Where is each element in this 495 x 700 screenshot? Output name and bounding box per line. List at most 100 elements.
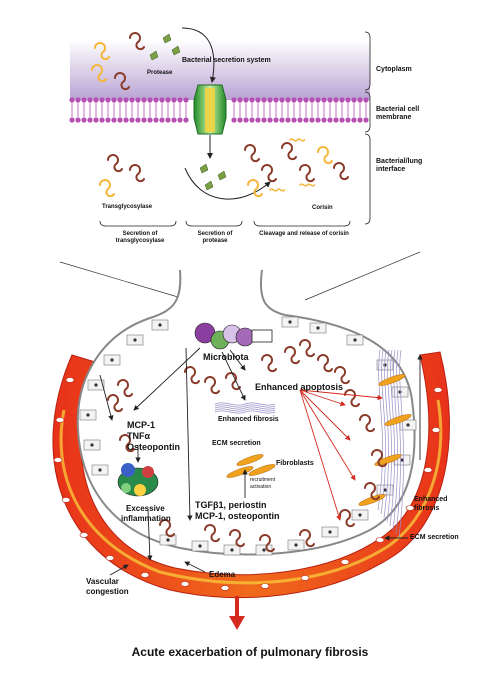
cell-nucleus bbox=[358, 513, 362, 517]
bacterium bbox=[289, 138, 306, 142]
cell-nucleus bbox=[398, 390, 402, 394]
bacterium bbox=[107, 154, 123, 173]
protease-molecule bbox=[171, 45, 181, 56]
transglycosylase-label: Transglycosylase bbox=[102, 204, 153, 210]
lipid-head bbox=[321, 97, 327, 103]
lipid-head bbox=[171, 117, 177, 123]
bacterium bbox=[99, 179, 115, 198]
red-blood-cell bbox=[61, 497, 71, 503]
lipid-head bbox=[159, 97, 165, 103]
lipid-head bbox=[117, 97, 123, 103]
lipid-head bbox=[135, 97, 141, 103]
lipid-head bbox=[141, 97, 147, 103]
lipid-head bbox=[177, 97, 183, 103]
lipid-head bbox=[255, 117, 261, 123]
lipid-head bbox=[75, 117, 81, 123]
red-blood-cells bbox=[53, 377, 443, 591]
lipid-head bbox=[105, 117, 111, 123]
lipid-head bbox=[297, 117, 303, 123]
growth-factors-line2: MCP-1, osteopontin bbox=[195, 511, 280, 521]
lipid-head bbox=[267, 117, 273, 123]
red-blood-cell bbox=[65, 377, 75, 383]
lipid-head bbox=[261, 117, 267, 123]
fibroblast bbox=[248, 464, 276, 476]
lipid-head bbox=[327, 97, 333, 103]
protease-molecule bbox=[149, 50, 159, 61]
bacterium bbox=[344, 389, 360, 408]
fibroblast-cells bbox=[226, 374, 412, 506]
inflammatory-cells bbox=[117, 463, 159, 497]
lipid-head bbox=[177, 117, 183, 123]
lipid-head bbox=[339, 117, 345, 123]
cell-nucleus bbox=[198, 544, 202, 548]
bacterium bbox=[299, 183, 316, 187]
lipid-head bbox=[261, 97, 267, 103]
epithelial-cells bbox=[79, 316, 417, 556]
lipid-head bbox=[117, 117, 123, 123]
lipid-head bbox=[309, 117, 315, 123]
fibroblast bbox=[378, 374, 406, 386]
lipid-head bbox=[147, 117, 153, 123]
collagen-fiber bbox=[386, 349, 392, 523]
interface-label: Bacterial/lung interface bbox=[376, 158, 423, 174]
lipid-head bbox=[315, 97, 321, 103]
bacterium bbox=[334, 366, 350, 385]
ecm-secretion-inner-label: ECM secretion bbox=[212, 440, 261, 447]
lipid-head bbox=[147, 97, 153, 103]
bacterium bbox=[259, 534, 275, 553]
lipid-head bbox=[363, 97, 369, 103]
lipid-head bbox=[273, 97, 279, 103]
bacterial-membrane bbox=[69, 97, 369, 123]
lipid-head bbox=[183, 97, 189, 103]
bacterium bbox=[261, 354, 277, 373]
bacterium bbox=[339, 509, 355, 528]
red-blood-cell bbox=[340, 559, 350, 565]
step-transglycosylase-caption: Secretion of transglycosylase bbox=[115, 231, 165, 244]
red-blood-cell bbox=[405, 505, 415, 511]
lipid-head bbox=[279, 117, 285, 123]
red-blood-cell bbox=[55, 417, 65, 423]
bottom-brackets bbox=[99, 220, 351, 227]
cell-nucleus bbox=[400, 458, 404, 462]
bacterium bbox=[94, 42, 110, 61]
lipid-head bbox=[243, 97, 249, 103]
bacterium bbox=[299, 529, 315, 548]
bacterium bbox=[244, 144, 260, 163]
enhanced-fibrosis-outer-line1: Enhanced bbox=[414, 496, 448, 503]
lipid-head bbox=[357, 97, 363, 103]
lipid-head bbox=[273, 117, 279, 123]
lipid-head bbox=[123, 117, 129, 123]
red-blood-cell bbox=[220, 585, 230, 591]
cell-nucleus bbox=[262, 548, 266, 552]
collagen-fiber bbox=[214, 408, 276, 412]
bacterium bbox=[281, 142, 297, 161]
lipid-head bbox=[351, 117, 357, 123]
fibroblasts-label: Fibroblasts bbox=[276, 460, 314, 467]
cell-nucleus bbox=[294, 543, 298, 547]
lipid-head bbox=[153, 97, 159, 103]
lipid-head bbox=[231, 117, 237, 123]
bacterium bbox=[299, 339, 315, 358]
cell-nucleus bbox=[328, 530, 332, 534]
conclusion-title: Acute exacerbation of pulmonary fibrosis bbox=[131, 645, 369, 659]
bacterium bbox=[229, 529, 245, 548]
capillary-vessel bbox=[52, 351, 450, 599]
cell-nucleus bbox=[406, 423, 410, 427]
lipid-head bbox=[153, 117, 159, 123]
lipid-head bbox=[363, 117, 369, 123]
bacterium bbox=[269, 188, 286, 192]
collagen-fiber bbox=[214, 410, 276, 414]
activation-label: activation bbox=[250, 484, 272, 490]
protease-molecule bbox=[199, 163, 209, 174]
lipid-head bbox=[303, 117, 309, 123]
lipid-head bbox=[75, 97, 81, 103]
lipid-head bbox=[243, 117, 249, 123]
bacterium bbox=[107, 394, 123, 413]
lipid-head bbox=[291, 97, 297, 103]
lipid-head bbox=[249, 117, 255, 123]
excessive-inflammation-line1: Excessive bbox=[126, 504, 165, 513]
bacteria-cluster bbox=[91, 32, 349, 198]
collagen-fiber bbox=[214, 402, 276, 406]
lipid-head bbox=[339, 97, 345, 103]
